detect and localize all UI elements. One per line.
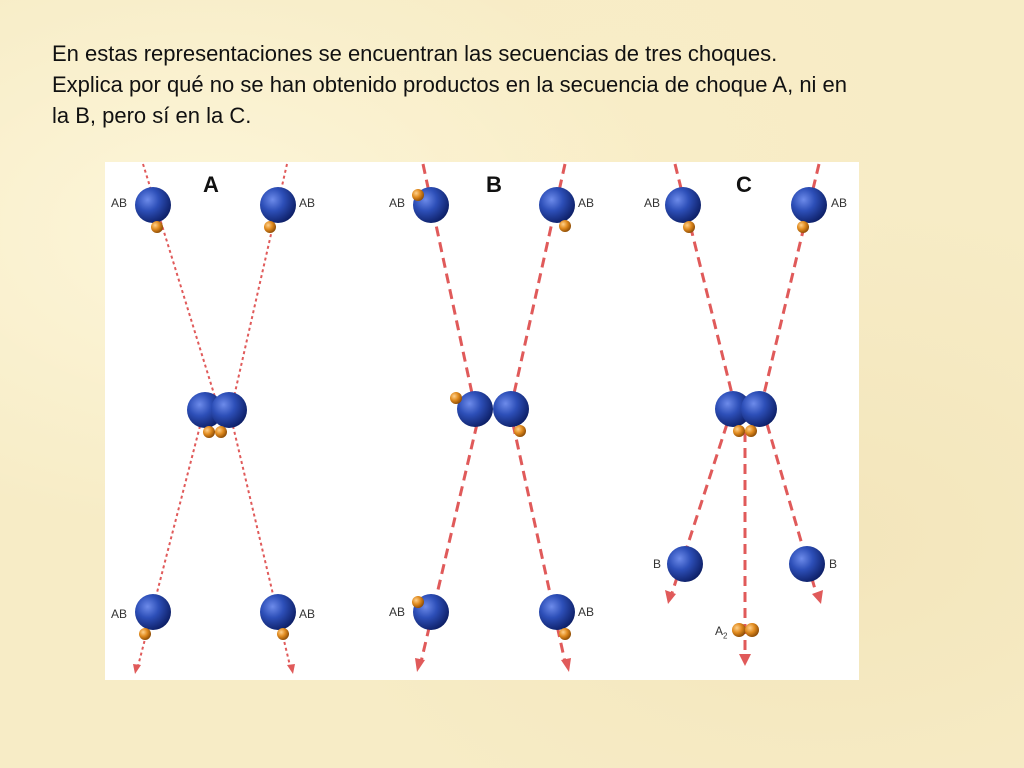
panel-b-molecule-top-right [539,187,575,232]
panel-b-bottom-left-label: AB [389,605,406,619]
panel-a-label: A [203,172,219,197]
panel-a-top-right-label: AB [299,196,316,210]
panel-a-collision [187,392,247,438]
panel-c-arrowheads [665,590,823,666]
panel-c-product-b-right [789,546,825,582]
panel-c-product-b-left [667,546,703,582]
question-line-1: En estas representaciones se encuentran … [52,41,778,66]
panel-a-molecule-bottom-left [135,594,171,640]
panel-a-molecule-bottom-right [260,594,296,640]
panel-a-top-left-label: AB [111,196,128,210]
panel-a-molecule-top-left [135,187,171,233]
panel-b-molecule-bottom-left [412,594,449,630]
panel-b-top-right-label: AB [578,196,595,210]
panel-a-molecule-top-right [260,187,296,233]
panel-c-a2-label: A2 [715,624,727,640]
panel-c-molecule-top-right [791,187,827,233]
panel-b-molecule-bottom-right [539,594,575,640]
panel-c-bottom-left-label: B [653,557,662,571]
panel-c-top-left-label: AB [644,196,661,210]
panel-c-collision [715,391,777,437]
panel-a-bottom-right-label: AB [299,607,316,621]
panel-c-top-right-label: AB [831,196,848,210]
question-text: En estas representaciones se encuentran … [52,38,992,131]
panel-c-a2-symbol: A [715,624,724,638]
panel-a-arrowheads [133,664,295,674]
panel-b-trajectories [419,163,567,663]
panel-a-bottom-left-label: AB [111,607,128,621]
question-line-3: la B, pero sí en la C. [52,103,252,128]
panel-b-top-left-label: AB [389,196,406,210]
panel-c-product-a2 [732,623,759,637]
collision-svg [133,163,827,674]
panel-b-bottom-right-label: AB [578,605,595,619]
question-line-2: Explica por qué no se han obtenido produ… [52,72,848,97]
panel-c-a2-subscript: 2 [723,631,728,641]
panel-b-collision [450,391,529,437]
panel-c-label: C [736,172,752,197]
panel-b-label: B [486,172,502,197]
panel-c-bottom-right-label: B [829,557,838,571]
panel-b-arrowheads [415,658,571,672]
collision-diagram: A B C AB AB AB AB AB AB AB AB AB AB B B … [105,162,859,680]
panel-b-molecule-top-left [412,187,449,223]
panel-c-molecule-top-left [665,187,701,233]
